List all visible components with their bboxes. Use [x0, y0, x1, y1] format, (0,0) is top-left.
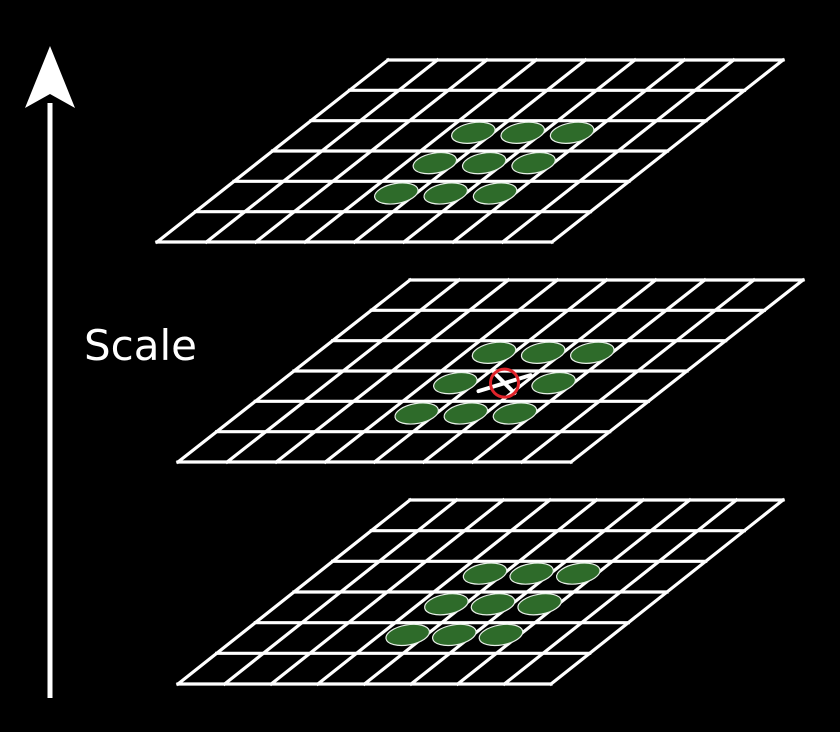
neighbor-blob: [549, 121, 595, 144]
neighbor-blob: [531, 371, 576, 395]
grid-col-line: [253, 57, 489, 245]
neighbor-blob: [394, 402, 440, 425]
grid-col-line: [323, 277, 560, 465]
grid-col-line: [549, 57, 786, 245]
grid-col-line: [421, 277, 658, 465]
grid-col-line: [401, 57, 638, 245]
grid-col-line: [154, 57, 391, 245]
grid-col-line: [269, 497, 506, 687]
neighbor-blob: [424, 593, 469, 616]
grid-col-line: [455, 497, 692, 687]
grid-col-line: [362, 497, 599, 687]
neighbor-blob: [472, 182, 518, 205]
scale-layers: [154, 57, 806, 687]
neighbor-blob: [432, 623, 477, 647]
neighbor-blob: [478, 623, 524, 647]
grid-col-line: [315, 497, 553, 687]
grid-col-line: [175, 497, 413, 687]
bottom-scale-layer: [175, 497, 786, 687]
neighbor-blob: [423, 182, 469, 205]
neighbor-blob: [412, 151, 458, 175]
x-in-circle-icon: [476, 367, 533, 399]
neighbor-blob: [492, 402, 538, 425]
neighbor-blob: [471, 341, 517, 364]
grid-col-line: [408, 497, 646, 687]
neighbor-blob: [555, 562, 601, 585]
grid-col-line: [274, 277, 511, 465]
neighbor-blob: [433, 371, 478, 395]
grid-col-line: [222, 497, 459, 687]
middle-scale-layer: [175, 277, 806, 465]
neighbor-blob: [517, 593, 562, 616]
neighbor-blob: [509, 562, 555, 585]
grid-col-line: [519, 277, 757, 465]
grid-col-line: [502, 497, 739, 687]
grid-col-line: [470, 277, 707, 465]
neighbor-blob: [462, 562, 508, 585]
top-scale-layer: [154, 57, 786, 245]
neighbor-blob: [443, 402, 489, 425]
grid-col-line: [302, 57, 539, 245]
grid-col-line: [548, 497, 786, 687]
grid-col-line: [352, 57, 588, 245]
grid-col-line: [451, 57, 687, 245]
neighbor-blob: [500, 121, 546, 144]
grid-col-line: [224, 277, 462, 465]
grid-col-line: [175, 277, 413, 465]
neighbor-blob: [520, 341, 566, 364]
neighbor-blob: [374, 182, 419, 205]
grid-col-line: [204, 57, 440, 245]
up-arrow-icon: [25, 46, 75, 108]
neighbor-blob: [511, 151, 556, 175]
neighbor-blob: [569, 341, 615, 364]
scale-axis-label: Scale: [84, 321, 197, 370]
neighbor-blob: [461, 151, 507, 175]
grid-col-line: [500, 57, 736, 245]
neighbor-blob: [385, 623, 431, 647]
neighbor-blob: [451, 121, 496, 144]
neighbor-blob: [470, 593, 516, 616]
grid-col-line: [568, 277, 806, 465]
scale-axis: Scale: [25, 46, 197, 698]
grid-col-line: [372, 277, 609, 465]
